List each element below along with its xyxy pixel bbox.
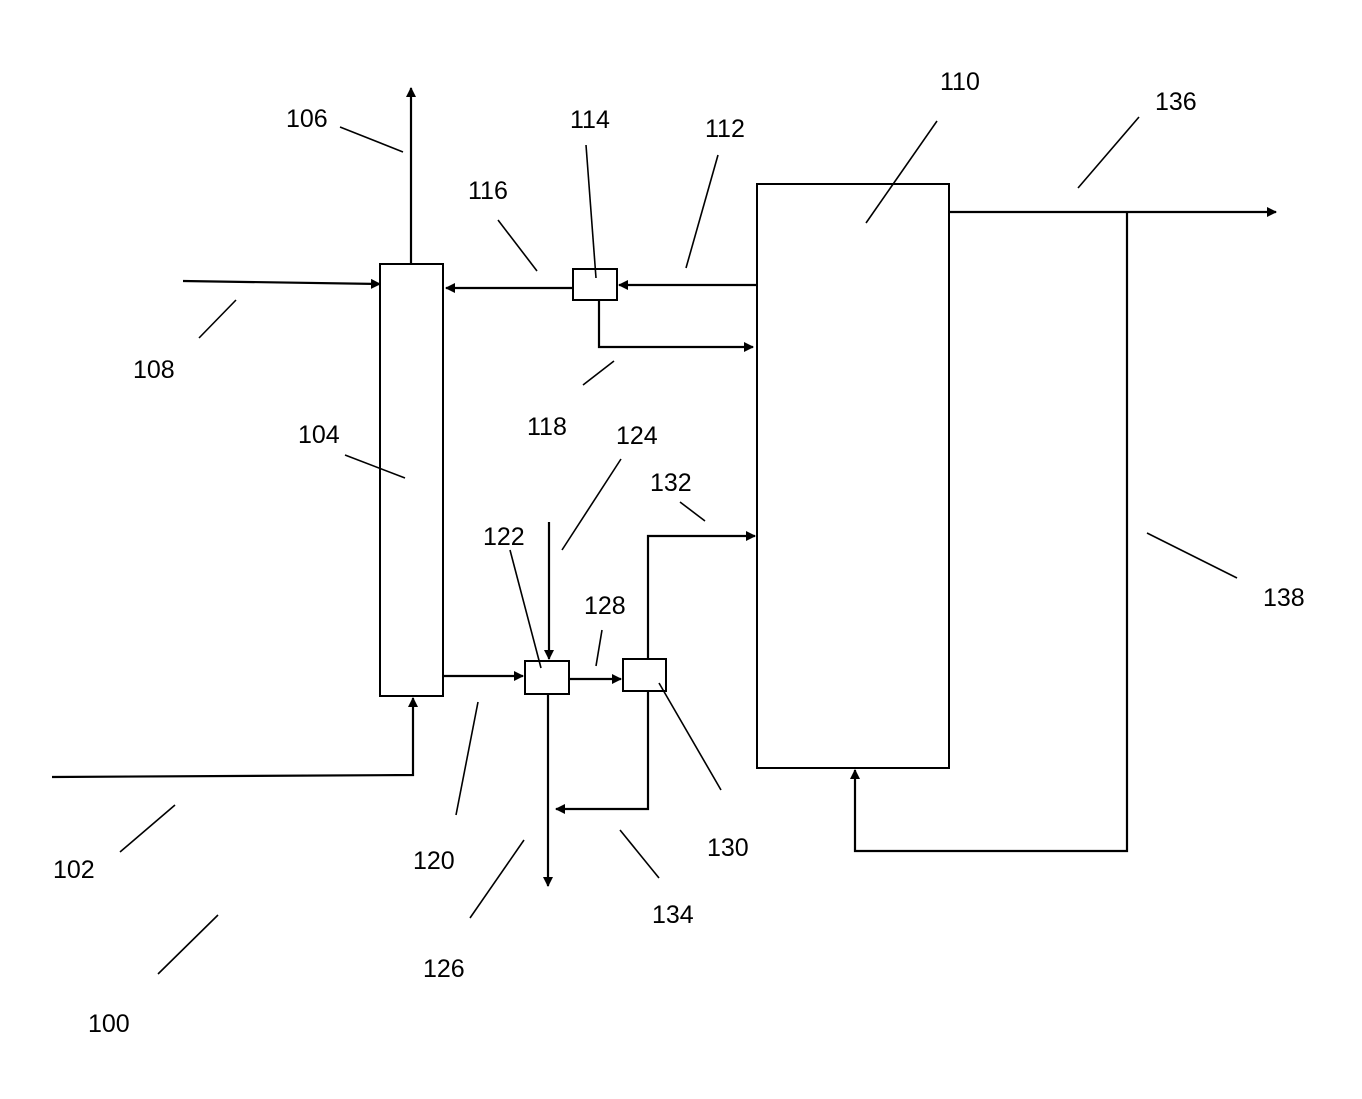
leader-130 (659, 683, 721, 790)
label-112: 112 (705, 115, 745, 143)
label-100: 100 (88, 1010, 130, 1038)
label-110: 110 (940, 68, 980, 96)
label-108: 108 (133, 356, 175, 384)
label-126: 126 (423, 955, 465, 983)
leader-116 (498, 220, 537, 271)
leader-134 (620, 830, 659, 878)
leader-128 (596, 630, 602, 666)
unit-122 (525, 661, 569, 694)
leader-118 (583, 361, 614, 385)
leader-108 (199, 300, 236, 338)
stream-118 (599, 300, 753, 347)
leader-102 (120, 805, 175, 852)
label-104: 104 (298, 421, 340, 449)
label-124: 124 (616, 422, 658, 450)
leader-132 (680, 502, 705, 521)
label-102: 102 (53, 856, 95, 884)
stream-132 (648, 536, 755, 659)
label-136: 136 (1155, 88, 1197, 116)
leader-106 (340, 127, 403, 152)
leader-114 (586, 145, 596, 278)
label-128: 128 (584, 592, 626, 620)
stream-108 (183, 281, 380, 284)
label-134: 134 (652, 901, 694, 929)
unit-110 (757, 184, 949, 768)
leader-100 (158, 915, 218, 974)
label-120: 120 (413, 847, 455, 875)
label-118: 118 (527, 413, 567, 441)
label-106: 106 (286, 105, 328, 133)
leader-136 (1078, 117, 1139, 188)
label-116: 116 (468, 177, 508, 205)
label-130: 130 (707, 834, 749, 862)
label-138: 138 (1263, 584, 1305, 612)
leader-112 (686, 155, 718, 268)
leader-126 (470, 840, 524, 918)
unit-130 (623, 659, 666, 691)
label-132: 132 (650, 469, 692, 497)
leader-120 (456, 702, 478, 815)
label-114: 114 (570, 106, 610, 134)
stream-134 (556, 691, 648, 809)
label-122: 122 (483, 523, 525, 551)
unit-104 (380, 264, 443, 696)
leader-122 (510, 550, 541, 668)
leader-124 (562, 459, 621, 550)
stream-102 (52, 698, 413, 777)
leader-138 (1147, 533, 1237, 578)
